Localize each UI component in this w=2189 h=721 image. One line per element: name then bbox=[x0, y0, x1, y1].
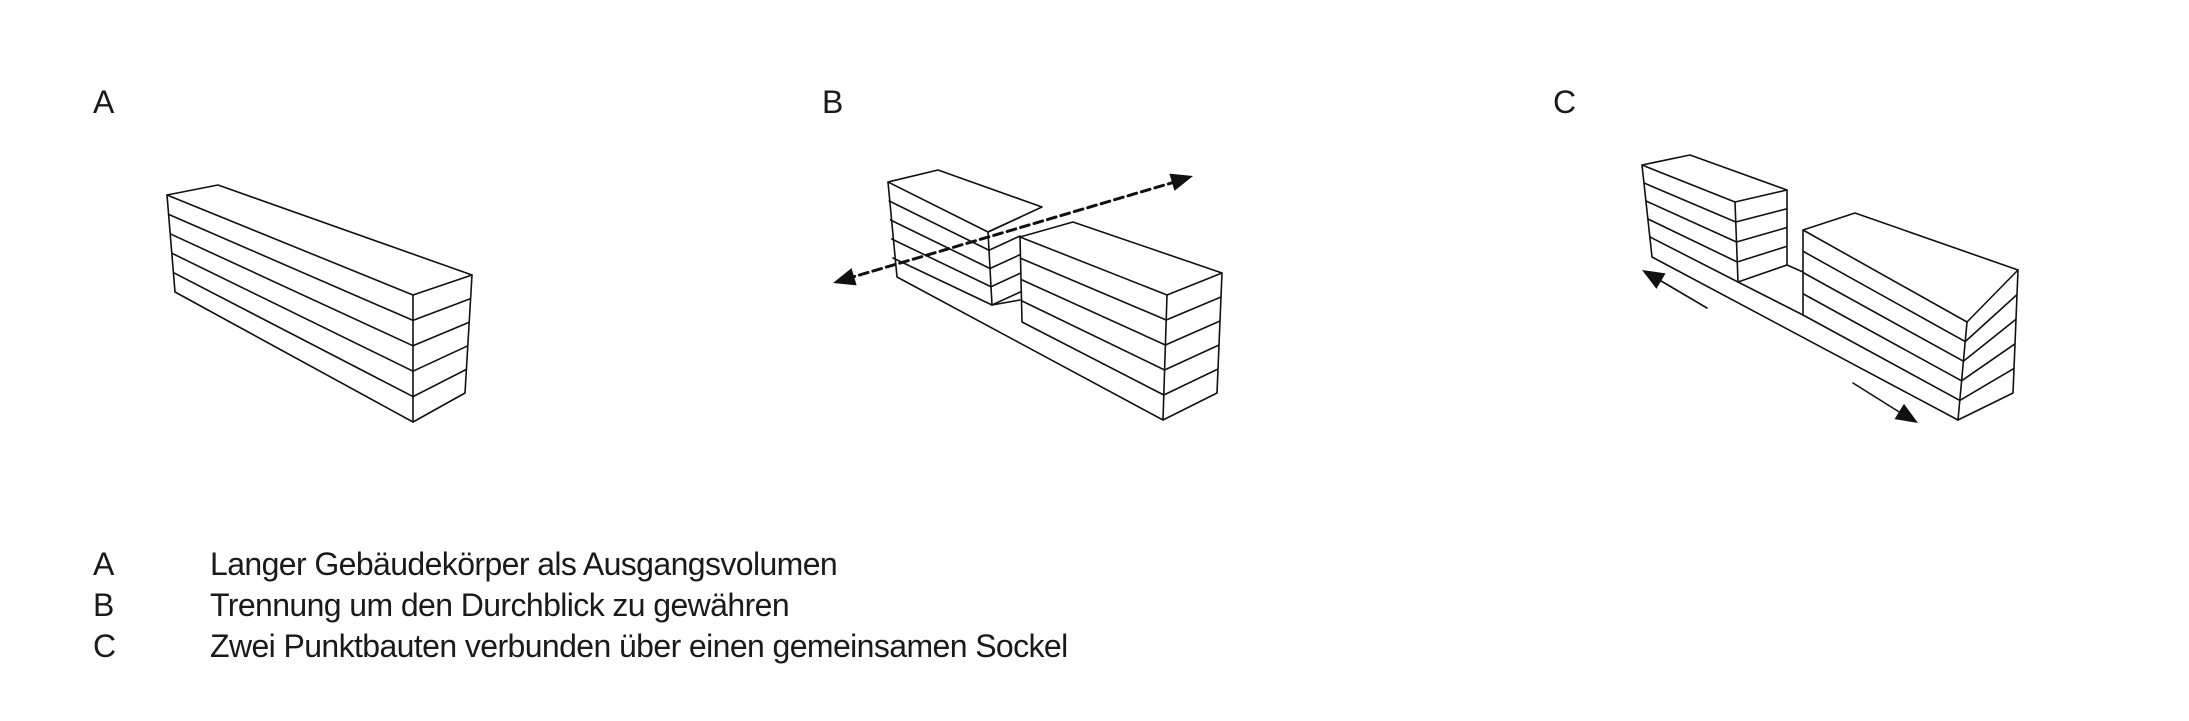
floor-line bbox=[1802, 250, 2018, 343]
legend-row-b: B Trennung um den Durchblick zu gewähren bbox=[93, 585, 1068, 626]
legend-text: Zwei Punktbauten verbunden über einen ge… bbox=[210, 628, 1068, 664]
base-bottom-line bbox=[896, 276, 1218, 421]
plinth-top-line bbox=[1786, 264, 1804, 273]
edge-line bbox=[2012, 269, 2019, 394]
diagram-a-long-building bbox=[166, 184, 473, 423]
roof-face bbox=[166, 184, 473, 296]
floor-line bbox=[1645, 200, 1788, 243]
floor-line bbox=[1802, 314, 2015, 402]
floor-line bbox=[1021, 300, 1220, 371]
floor-line bbox=[1802, 271, 2017, 363]
legend-row-a: A Langer Gebäudekörper als Ausgangsvolum… bbox=[93, 544, 1068, 585]
arrowhead-right-icon bbox=[1169, 173, 1193, 191]
arrowhead-left-icon bbox=[833, 268, 857, 286]
floor-line bbox=[174, 291, 466, 423]
legend-key: A bbox=[93, 546, 115, 582]
floor-line bbox=[1020, 257, 1222, 321]
tower-side-line bbox=[991, 291, 1021, 306]
edge-line bbox=[1216, 272, 1223, 394]
roof-face bbox=[1019, 221, 1223, 296]
roof-face bbox=[1802, 212, 2019, 323]
tower-side-line bbox=[990, 272, 1021, 288]
tower-side-line bbox=[987, 216, 1021, 233]
floor-line bbox=[168, 213, 471, 322]
diagram-c-two-towers-on-plinth bbox=[1641, 154, 2019, 423]
roof-face bbox=[887, 169, 1043, 233]
floor-line bbox=[1649, 236, 1788, 283]
tower-side-line bbox=[989, 253, 1021, 270]
floor-line bbox=[1643, 182, 1788, 223]
edge-line bbox=[887, 181, 898, 278]
edge-line bbox=[1162, 294, 1168, 421]
floor-line bbox=[1021, 321, 1219, 396]
plinth-top-line bbox=[1737, 281, 1804, 316]
floor-line bbox=[1647, 218, 1788, 263]
sightline-dashed-arrow bbox=[844, 179, 1180, 281]
base-bottom-line bbox=[1651, 256, 2014, 421]
diagram-b-separated-volumes bbox=[833, 169, 1223, 421]
edge-line bbox=[1957, 321, 1968, 421]
floor-line bbox=[1020, 278, 1221, 346]
floor-line bbox=[173, 271, 467, 398]
legend-key: B bbox=[93, 587, 115, 623]
floor-line bbox=[171, 252, 469, 373]
arrowhead-right-icon bbox=[1894, 403, 1918, 423]
floor-line bbox=[1802, 293, 2016, 382]
edge-line bbox=[166, 194, 176, 293]
panel-label-c: C bbox=[1553, 84, 1577, 120]
floor-line bbox=[890, 238, 992, 288]
legend-row-c: C Zwei Punktbauten verbunden über einen … bbox=[93, 626, 1068, 667]
floor-line bbox=[889, 219, 991, 270]
roof-face bbox=[1641, 154, 1788, 203]
floor-line bbox=[892, 257, 993, 306]
panel-label-a: A bbox=[93, 84, 115, 120]
arrow-line bbox=[1852, 382, 1905, 416]
tower-side-line bbox=[988, 235, 1021, 252]
legend-key: C bbox=[93, 628, 117, 664]
legend-text: Trennung um den Durchblick zu gewähren bbox=[210, 587, 790, 623]
panel-label-b: B bbox=[822, 84, 844, 120]
arrow-line bbox=[1655, 277, 1708, 309]
floor-line bbox=[169, 233, 470, 347]
edge-line bbox=[1641, 164, 1653, 258]
legend-text: Langer Gebäudekörper als Ausgangsvolumen bbox=[210, 546, 838, 582]
gap-floor-line bbox=[991, 299, 1021, 306]
arrowhead-left-icon bbox=[1642, 270, 1666, 289]
edge-line bbox=[464, 274, 473, 394]
legend: A Langer Gebäudekörper als Ausgangsvolum… bbox=[93, 544, 1068, 667]
